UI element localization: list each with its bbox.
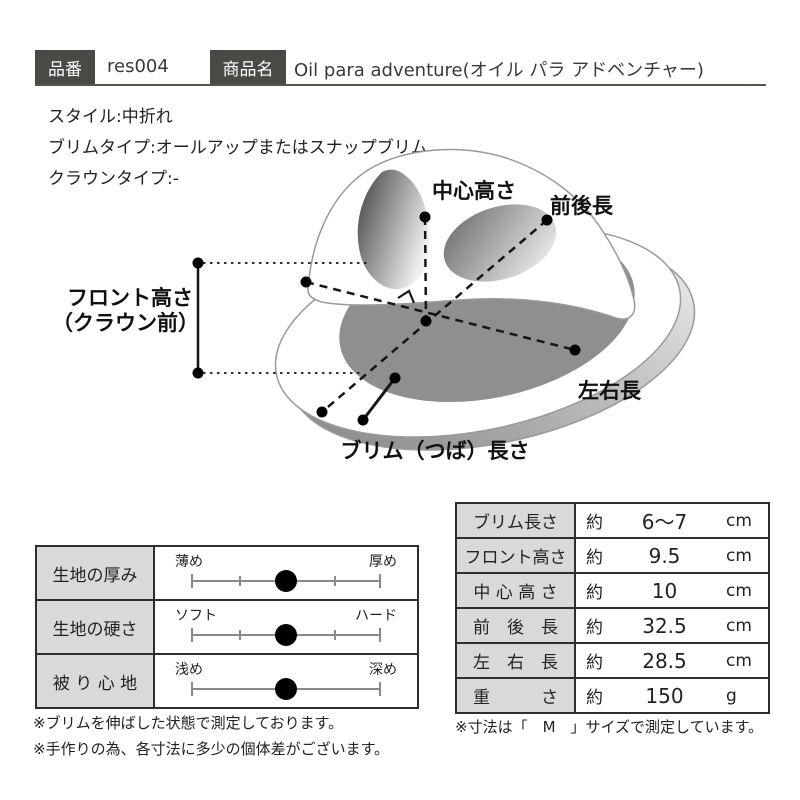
measurement-lines (196, 216, 576, 421)
footnote-right: ※寸法は「 M 」サイズで測定しています。 (455, 718, 764, 736)
approx-label: 約 (586, 548, 603, 568)
spec-crown-type: クラウンタイプ:- (48, 169, 179, 189)
size-value: 28.5 (642, 648, 687, 673)
size-unit: cm (726, 650, 752, 671)
approx-label: 約 (586, 513, 603, 533)
slider-min-label: ソフト (175, 608, 217, 624)
front-height-label-line2: （クラウン前） (52, 311, 199, 335)
item-number-value: res004 (107, 56, 169, 77)
size-unit: cm (726, 545, 752, 566)
spec-style: スタイル:中折れ (48, 107, 173, 127)
size-unit: cm (726, 580, 752, 601)
slider-max-label: 厚め (369, 554, 397, 570)
product-name-badge: 商品名 (210, 50, 286, 84)
crown-dent-left (357, 169, 429, 290)
front-height-label-line1: フロント高さ (67, 286, 193, 310)
size-row-brim: ブリム長さ 約 6〜7 cm (457, 504, 768, 537)
approx-label: 約 (586, 583, 603, 603)
spec-list: スタイル:中折れ ブリムタイプ:オールアップまたはスナップブリム クラウンタイプ… (48, 102, 428, 195)
measurement-dots (192, 211, 581, 426)
size-row-center-height: 中 心 高 さ 約 10 cm (457, 572, 768, 607)
slider-max-label: 深め (369, 662, 397, 678)
fit-row-label: 生地の厚み (37, 547, 155, 599)
header-divider (35, 84, 766, 86)
size-value: 150 (645, 683, 684, 708)
slider-max-label: ハード (355, 608, 397, 624)
slider-min-label: 浅め (175, 662, 203, 678)
spec-brim-type: ブリムタイプ:オールアップまたはスナップブリム (48, 138, 428, 158)
approx-label: 約 (586, 618, 603, 638)
item-number-badge: 品番 (35, 50, 95, 84)
slider-value-dot (275, 570, 297, 592)
slider-min-label: 薄め (175, 554, 203, 570)
size-row-label: 左 右 長 (457, 644, 576, 677)
size-row-label: 重 さ (457, 679, 576, 712)
size-unit: g (726, 685, 737, 706)
product-name-value: Oil para adventure(オイル パラ アドベンチャー) (294, 60, 704, 81)
fit-row-stiffness: 生地の硬さ ソフト ハード (37, 599, 417, 653)
slider-value-dot (275, 624, 297, 646)
footnote: ※ブリムを伸ばした状態で測定しております。 (33, 714, 344, 732)
size-row-left-right: 左 右 長 約 28.5 cm (457, 642, 768, 677)
hat-illustration (274, 148, 696, 451)
slider-value-dot (275, 678, 297, 700)
size-row-label: ブリム長さ (457, 504, 576, 537)
fit-row-label: 生地の硬さ (37, 601, 155, 653)
footnote: ※手作りの為、各寸法に多少の個体差がございます。 (33, 740, 390, 758)
approx-label: 約 (586, 688, 603, 708)
front-back-length-label: 前後長 (550, 194, 614, 218)
size-row-label: 前 後 長 (457, 609, 576, 642)
footnotes-left: ※ブリムを伸ばした状態で測定しております。 ※手作りの為、各寸法に多少の個体差が… (33, 710, 389, 762)
size-row-front-back: 前 後 長 約 32.5 cm (457, 607, 768, 642)
hat-measurement-diagram: 中心高さ 前後長 フロント高さ （クラウン前） 左右長 ブリム（つば）長さ (52, 148, 696, 463)
brim-length-line (361, 377, 397, 421)
fit-row-comfort: 被 り 心 地 浅め 深め (37, 653, 417, 707)
left-right-length-label: 左右長 (578, 379, 642, 403)
size-unit: cm (726, 510, 752, 531)
comfort-slider: 浅め 深め (155, 655, 417, 707)
size-table: ブリム長さ 約 6〜7 cm フロント高さ 約 9.5 cm 中 心 高 さ 約… (455, 502, 770, 714)
approx-label: 約 (586, 653, 603, 673)
thickness-slider: 薄め 厚め (155, 547, 417, 599)
size-row-label: 中 心 高 さ (457, 574, 576, 607)
size-value: 6〜7 (641, 510, 688, 534)
size-value: 32.5 (642, 613, 687, 638)
size-row-label: フロント高さ (457, 539, 576, 572)
size-row-weight: 重 さ 約 150 g (457, 677, 768, 712)
fit-feel-table: 生地の厚み 薄め 厚め 生地の硬さ ソフト ハード 被 り 心 地 (35, 545, 419, 709)
center-height-label: 中心高さ (432, 179, 516, 203)
size-value: 9.5 (648, 543, 681, 568)
right-angle-mark (397, 289, 416, 304)
fit-row-thickness: 生地の厚み 薄め 厚め (37, 547, 417, 599)
stiffness-slider: ソフト ハード (155, 601, 417, 653)
brim-length-label: ブリム（つば）長さ (341, 439, 530, 463)
size-row-front-height: フロント高さ 約 9.5 cm (457, 537, 768, 572)
crown-dent-center (443, 204, 557, 282)
fit-row-label: 被 り 心 地 (37, 655, 155, 707)
size-unit: cm (726, 615, 752, 636)
size-value: 10 (651, 578, 678, 603)
